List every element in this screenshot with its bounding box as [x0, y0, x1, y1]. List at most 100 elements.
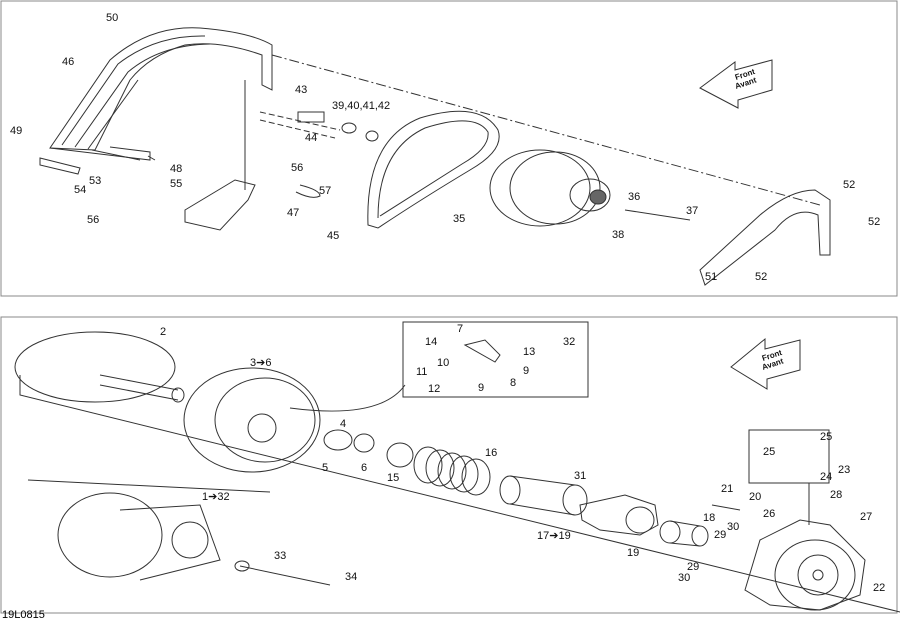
spider-17-19: [579, 494, 659, 536]
axis-line-bottom: [19, 375, 900, 613]
callout-label: 21: [721, 483, 734, 495]
clip-57: [295, 184, 321, 198]
callout-label: 43: [295, 84, 308, 96]
callout-label: 37: [686, 205, 699, 217]
callout-label: 2: [160, 326, 167, 338]
callout-label: 23: [838, 464, 851, 476]
leader-line: [27, 479, 271, 493]
callout-label: 6: [361, 462, 368, 474]
drawing-code: 19L0815: [2, 609, 45, 621]
callout-label: 56: [87, 214, 100, 226]
cover-22: [744, 519, 866, 611]
callout-label: 36: [628, 191, 641, 203]
callout-label: 22: [873, 582, 886, 594]
top-panel-frame: [0, 0, 898, 297]
bushing-44: [341, 122, 357, 134]
callout-label: 26: [763, 508, 776, 520]
callout-label: 51: [705, 271, 718, 283]
driven-pulley-35: [489, 149, 611, 227]
callout-label: 33: [274, 550, 287, 562]
callout-label: 48: [170, 163, 183, 175]
callout-label: 44: [305, 132, 318, 144]
callout-label: 7: [457, 323, 464, 335]
inset-box-7-14: [402, 321, 589, 398]
callout-label: 56: [291, 162, 304, 174]
callout-label: 25: [820, 431, 833, 443]
callout-label: 4: [340, 418, 347, 430]
callout-label: 20: [749, 491, 762, 503]
sleeve-31: [499, 475, 588, 516]
callout-label: 46: [62, 56, 75, 68]
spring-16: [413, 446, 491, 496]
callout-label: 54: [74, 184, 87, 196]
axis-line: [271, 54, 821, 206]
callout-label: 34: [345, 571, 358, 583]
callout-label: 1➔32: [202, 491, 230, 503]
callout-label: 5: [322, 462, 329, 474]
belt-guard-46: [49, 27, 273, 161]
bracket-48: [91, 149, 156, 161]
callout-label: 27: [860, 511, 873, 523]
callout-label: 13: [523, 346, 536, 358]
callout-label: 19: [627, 547, 640, 559]
callout-label: 50: [106, 12, 119, 24]
secondary-sheave-1-32: [57, 492, 221, 581]
shaft-line: [259, 111, 341, 139]
callout-label: 38: [612, 229, 625, 241]
callout-label: 49: [10, 125, 23, 137]
bottom-panel-frame: [0, 316, 898, 614]
roller-arm-7: [463, 339, 501, 363]
callout-label: 15: [387, 472, 400, 484]
washer-39: [365, 130, 379, 142]
inset-box-23-25: [748, 429, 830, 484]
callout-label: 30: [678, 572, 691, 584]
callout-label: 35: [453, 213, 466, 225]
front-arrow-icon: Front Avant: [699, 59, 773, 109]
callout-label: 53: [89, 175, 102, 187]
callout-label: 16: [485, 447, 498, 459]
bolt-34: [239, 565, 331, 586]
belt-45: [367, 110, 500, 229]
fixed-sheave-2: [14, 331, 185, 403]
bracket-53: [39, 157, 81, 175]
callout-label: 14: [425, 336, 438, 348]
callout-label: 47: [287, 207, 300, 219]
callout-label: 25: [763, 446, 776, 458]
callout-label: 52: [843, 179, 856, 191]
movable-sheave-3-6: [183, 367, 321, 473]
leader-curve: [289, 384, 406, 412]
callout-label: 29: [714, 529, 727, 541]
callout-label: 10: [437, 357, 450, 369]
callout-label: 45: [327, 230, 340, 242]
callout-label: 31: [574, 470, 587, 482]
seal-15: [386, 442, 414, 468]
callout-label: 52: [868, 216, 881, 228]
callout-label: 12: [428, 383, 441, 395]
bolt-37: [624, 209, 691, 221]
callout-label: 3➔6: [250, 357, 272, 369]
callout-label: 52: [755, 271, 768, 283]
washer-33: [234, 560, 250, 572]
callout-label: 28: [830, 489, 843, 501]
callout-label: 9: [523, 365, 530, 377]
callout-label: 55: [170, 178, 183, 190]
callout-label: 57: [319, 185, 332, 197]
callout-label: 8: [510, 377, 517, 389]
callout-label: 9: [478, 382, 485, 394]
front-arrow-icon-bottom: Front Avant: [730, 337, 801, 390]
callout-label: 18: [703, 512, 716, 524]
bushing-18: [659, 520, 681, 544]
ring-6: [353, 433, 375, 453]
callout-label: 32: [563, 336, 576, 348]
callout-label: 39,40,41,42: [332, 100, 391, 112]
bolt-20: [711, 504, 741, 511]
callout-label: 17➔19: [537, 530, 571, 542]
callout-label: 29: [687, 561, 700, 573]
guard-51: [699, 189, 831, 286]
bushing-4: [323, 429, 353, 451]
callout-label: 11: [416, 366, 428, 378]
callout-label: 24: [820, 471, 833, 483]
spring-43: [297, 111, 325, 123]
plate-55: [184, 179, 256, 231]
